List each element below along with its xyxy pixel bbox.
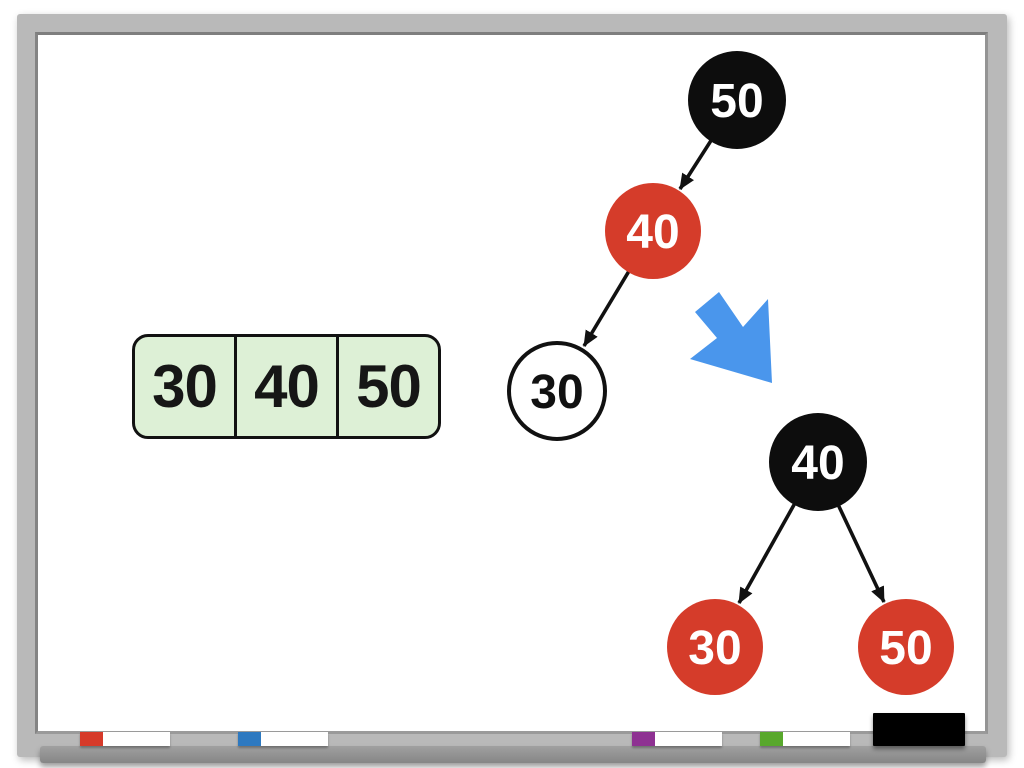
blue-marker — [238, 732, 328, 746]
sorted-array-table: 30 40 50 — [132, 334, 441, 439]
marker-tray — [40, 746, 986, 763]
tree1-node-50-black — [688, 51, 786, 149]
array-cell-50: 50 — [336, 337, 438, 436]
green-marker-body — [783, 732, 850, 746]
tree1-node-40-red — [605, 183, 701, 279]
green-marker — [760, 732, 850, 746]
purple-marker — [632, 732, 722, 746]
blue-marker-cap — [238, 732, 261, 746]
array-cell-30: 30 — [152, 353, 218, 420]
purple-marker-cap — [632, 732, 655, 746]
tree2-node-40-label: 40 — [791, 437, 844, 490]
board-eraser — [873, 713, 965, 746]
purple-marker-body — [655, 732, 722, 746]
tree1-node-30-label: 30 — [530, 366, 583, 419]
tree2-node-40-black — [769, 413, 867, 511]
tree1-node-50-label: 50 — [710, 75, 763, 128]
tree2-node-30-label: 30 — [688, 622, 741, 675]
array-cell-40: 40 — [234, 337, 336, 436]
red-marker-cap — [80, 732, 103, 746]
tree1-node-30-white — [507, 341, 607, 441]
tree2-node-50-label: 50 — [879, 622, 932, 675]
green-marker-cap — [760, 732, 783, 746]
tree2-node-30-red — [667, 599, 763, 695]
tree1-node-40-label: 40 — [626, 206, 679, 259]
red-marker-body — [103, 732, 170, 746]
red-marker — [80, 732, 170, 746]
transform-arrow-icon — [690, 292, 772, 383]
tree2-node-50-red — [858, 599, 954, 695]
blue-marker-body — [261, 732, 328, 746]
